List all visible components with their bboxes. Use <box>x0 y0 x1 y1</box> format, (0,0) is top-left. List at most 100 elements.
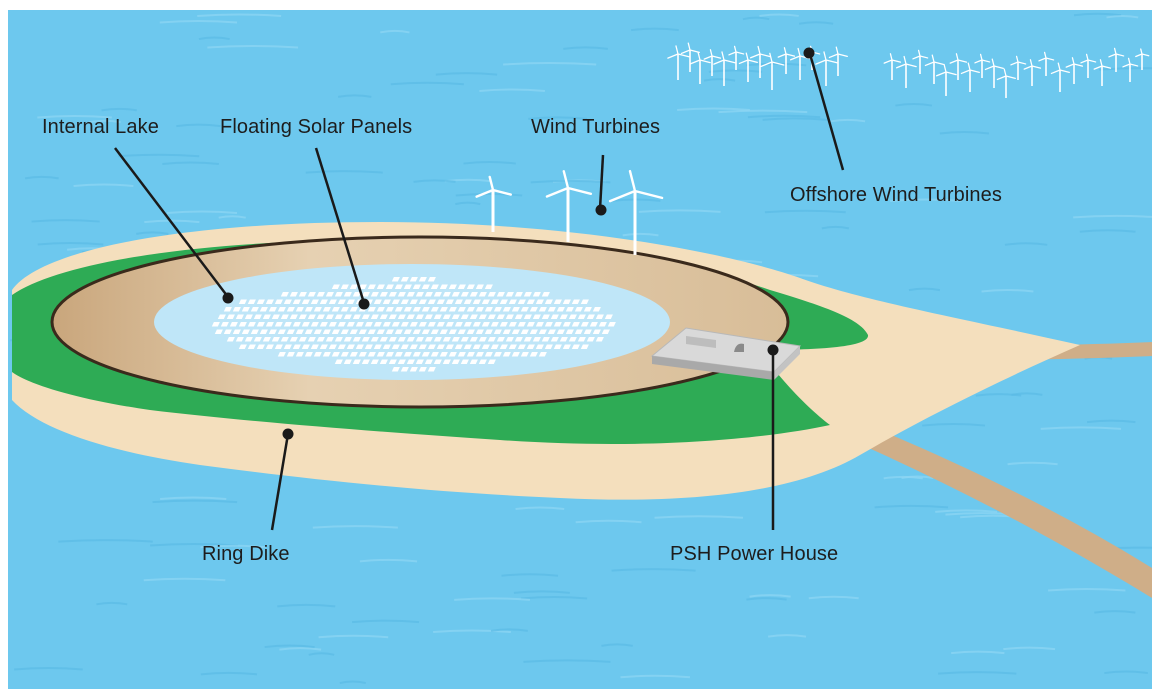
solar-panel-icon <box>385 352 394 357</box>
solar-panel-icon <box>580 344 589 349</box>
solar-panel-icon <box>544 299 553 304</box>
solar-panel-icon <box>460 314 469 319</box>
dot-floating-solar <box>358 298 370 310</box>
solar-panel-icon <box>394 307 403 312</box>
solar-panel-icon <box>370 359 379 364</box>
wave <box>435 72 498 76</box>
wave <box>218 215 246 219</box>
solar-panel-icon <box>379 314 388 319</box>
solar-panel-icon <box>463 322 472 327</box>
wave <box>922 423 986 427</box>
wave <box>479 88 546 93</box>
solar-panel-icon <box>262 337 271 342</box>
label-wind-turbines: Wind Turbines <box>531 116 661 138</box>
solar-panel-icon <box>427 277 436 282</box>
solar-panel-icon <box>403 329 412 334</box>
wave <box>746 62 807 67</box>
solar-panel-icon <box>250 307 259 312</box>
solar-panel-icon <box>316 337 325 342</box>
wave <box>390 81 464 86</box>
wave <box>938 671 1017 675</box>
solar-panel-icon <box>304 352 313 357</box>
solar-panel-icon <box>352 314 361 319</box>
solar-panel-icon <box>388 337 397 342</box>
solar-panel-icon <box>247 299 256 304</box>
wind-turbine-icon <box>1038 51 1055 76</box>
solar-panel-icon <box>415 292 424 297</box>
solar-panel-icon <box>397 314 406 319</box>
solar-panel-icon <box>262 314 271 319</box>
solar-panel-icon <box>313 307 322 312</box>
solar-panel-icon <box>370 292 379 297</box>
wave <box>798 21 834 25</box>
solar-panel-icon <box>316 292 325 297</box>
solar-panel-icon <box>412 284 421 289</box>
solar-panel-icon <box>505 337 514 342</box>
solar-panel-icon <box>283 322 292 327</box>
wave <box>31 219 100 223</box>
solar-panel-icon <box>361 292 370 297</box>
solar-panel-icon <box>376 307 385 312</box>
solar-panel-icon <box>346 344 355 349</box>
solar-panel-icon <box>487 314 496 319</box>
solar-panel-icon <box>319 322 328 327</box>
solar-panel-icon <box>358 352 367 357</box>
solar-panel-icon <box>475 329 484 334</box>
wave <box>160 496 227 501</box>
solar-panel-icon <box>352 359 361 364</box>
wave <box>312 525 398 529</box>
wave <box>513 590 570 594</box>
solar-panel-icon <box>388 314 397 319</box>
solar-panel-icon <box>337 322 346 327</box>
solar-panel-icon <box>454 322 463 327</box>
dot-internal-lake <box>222 292 234 304</box>
solar-panel-icon <box>307 337 316 342</box>
solar-panel-icon <box>499 299 508 304</box>
wind-turbine-icon <box>680 42 700 72</box>
solar-panel-icon <box>256 299 265 304</box>
solar-panel-icon <box>571 322 580 327</box>
solar-panel-icon <box>484 352 493 357</box>
solar-panel-icon <box>457 352 466 357</box>
wave <box>654 515 744 519</box>
solar-panel-icon <box>241 329 250 334</box>
wind-turbine-icon <box>1065 57 1084 84</box>
wave <box>277 603 336 608</box>
wind-turbine-icon <box>667 45 690 80</box>
solar-panel-icon <box>400 367 409 372</box>
solar-panel-icon <box>418 299 427 304</box>
solar-panel-icon <box>529 307 538 312</box>
solar-panel-icon <box>265 344 274 349</box>
solar-panel-icon <box>418 277 427 282</box>
solar-panel-icon <box>490 322 499 327</box>
solar-panel-icon <box>466 352 475 357</box>
dot-wind-turbines <box>595 204 607 216</box>
solar-panel-icon <box>250 329 259 334</box>
solar-panel-icon <box>517 322 526 327</box>
solar-panel-icon <box>472 322 481 327</box>
wave <box>951 650 1005 655</box>
solar-panel-icon <box>340 352 349 357</box>
wave <box>638 209 721 213</box>
solar-panel-icon <box>286 307 295 312</box>
solar-panel-icon <box>304 307 313 312</box>
solar-panel-icon <box>574 307 583 312</box>
wind-turbine-icon <box>1093 59 1112 86</box>
wave <box>901 475 934 479</box>
solar-panel-icon <box>316 314 325 319</box>
wind-turbine-icon <box>608 169 664 255</box>
solar-panel-icon <box>223 329 232 334</box>
wave <box>981 288 1034 293</box>
wave <box>162 161 219 165</box>
solar-panel-icon <box>352 337 361 342</box>
solar-panel-icon <box>367 329 376 334</box>
solar-panel-icon <box>430 307 439 312</box>
solar-panel-icon <box>385 284 394 289</box>
solar-panel-icon <box>310 344 319 349</box>
solar-panel-icon <box>559 314 568 319</box>
solar-panel-icon <box>586 314 595 319</box>
solar-panel-icon <box>553 322 562 327</box>
leader-floating-solar <box>314 147 366 304</box>
solar-panel-icon <box>427 344 436 349</box>
solar-panel-icon <box>340 284 349 289</box>
